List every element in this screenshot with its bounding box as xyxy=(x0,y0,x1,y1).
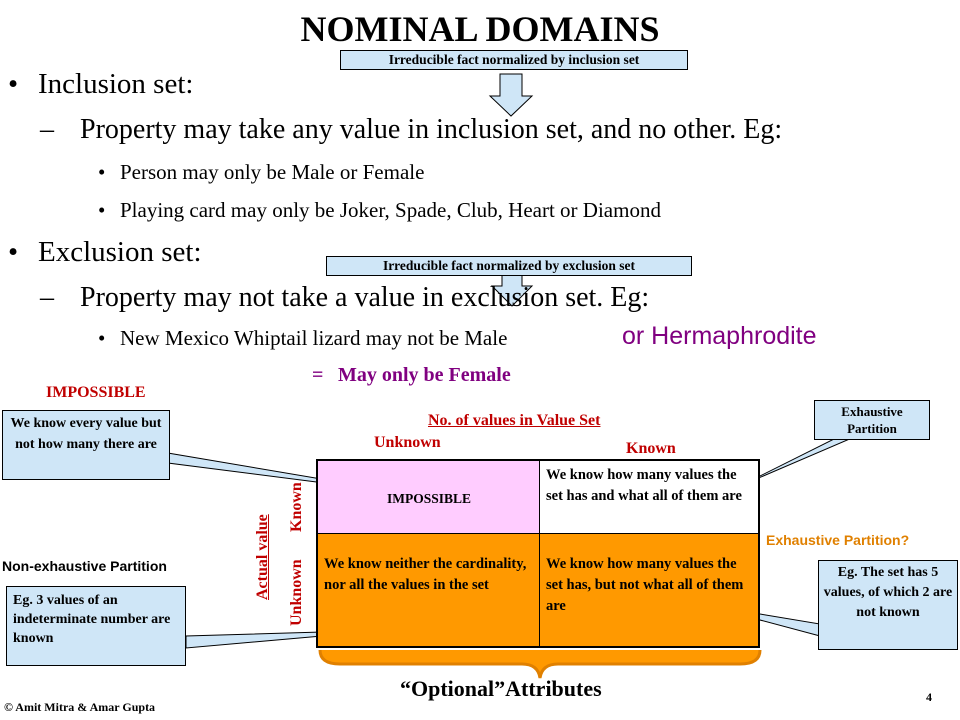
row-unknown-label: Unknown xyxy=(288,559,305,626)
note-non-exhaustive: Non-exhaustive Partition xyxy=(2,558,167,574)
cell-impossible: IMPOSSIBLE xyxy=(318,461,540,534)
cell-known-known: We know how many values the set has and … xyxy=(540,461,758,534)
inclusion-arrow-icon xyxy=(488,73,534,117)
exclusion-callout: Irreducible fact normalized by exclusion… xyxy=(326,256,692,276)
may-only-female: May only be Female xyxy=(338,364,511,386)
dash-marker: – xyxy=(40,282,54,313)
optional-brace-icon xyxy=(318,649,762,679)
inclusion-example-1: Person may only be Male or Female xyxy=(120,160,425,184)
page-number: 4 xyxy=(926,690,932,704)
row-known-label: Known xyxy=(288,482,305,532)
exclusion-heading: Exclusion set: xyxy=(38,236,202,268)
equals-sign: = xyxy=(312,364,324,386)
exclusion-example-1: New Mexico Whiptail lizard may not be Ma… xyxy=(120,326,508,350)
note-every-value: We know every value but not how many the… xyxy=(2,410,170,480)
inclusion-example-2: Playing card may only be Joker, Spade, C… xyxy=(120,198,661,222)
value-set-grid: IMPOSSIBLE We know how many values the s… xyxy=(316,459,760,648)
copyright: © Amit Mitra & Amar Gupta xyxy=(4,700,156,714)
exclusion-arrow-icon xyxy=(490,273,534,307)
exclusion-example-suffix: or Hermaphrodite xyxy=(622,322,817,350)
inclusion-heading: Inclusion set: xyxy=(38,68,194,100)
cell-unknown-unknown: We know neither the cardinality, nor all… xyxy=(318,534,540,646)
dash-marker: – xyxy=(40,114,54,145)
inclusion-callout: Irreducible fact normalized by inclusion… xyxy=(340,50,688,70)
bullet-dot: • xyxy=(98,198,106,222)
bullet-dot: • xyxy=(8,68,19,100)
col-unknown-label: Unknown xyxy=(374,434,441,451)
cell-unknown-known: We know how many values the set has, but… xyxy=(540,534,758,646)
row-axis-label: Actual value xyxy=(254,514,271,600)
page-title: NOMINAL DOMAINS xyxy=(300,9,660,49)
col-known-label: Known xyxy=(626,440,676,457)
bullet-dot: • xyxy=(8,236,19,268)
note-exhaustive-question: Exhaustive Partition? xyxy=(766,532,910,548)
note-eg5: Eg. The set has 5 values, of which 2 are… xyxy=(818,560,958,650)
cell-impossible-label: IMPOSSIBLE xyxy=(386,491,472,506)
bullet-dot: • xyxy=(98,160,106,184)
exclusion-subtext: Property may not take a value in exclusi… xyxy=(80,282,650,313)
bullet-dot: • xyxy=(98,326,106,350)
optional-attributes-label: “Optional”Attributes xyxy=(400,676,602,701)
impossible-heading: IMPOSSIBLE xyxy=(46,384,146,401)
inclusion-subtext: Property may take any value in inclusion… xyxy=(80,114,783,145)
note-exhaustive: Exhaustive Partition xyxy=(814,400,930,440)
note-eg3: Eg. 3 values of an indeterminate number … xyxy=(6,586,186,666)
no-of-values-heading: No. of values in Value Set xyxy=(428,412,601,429)
